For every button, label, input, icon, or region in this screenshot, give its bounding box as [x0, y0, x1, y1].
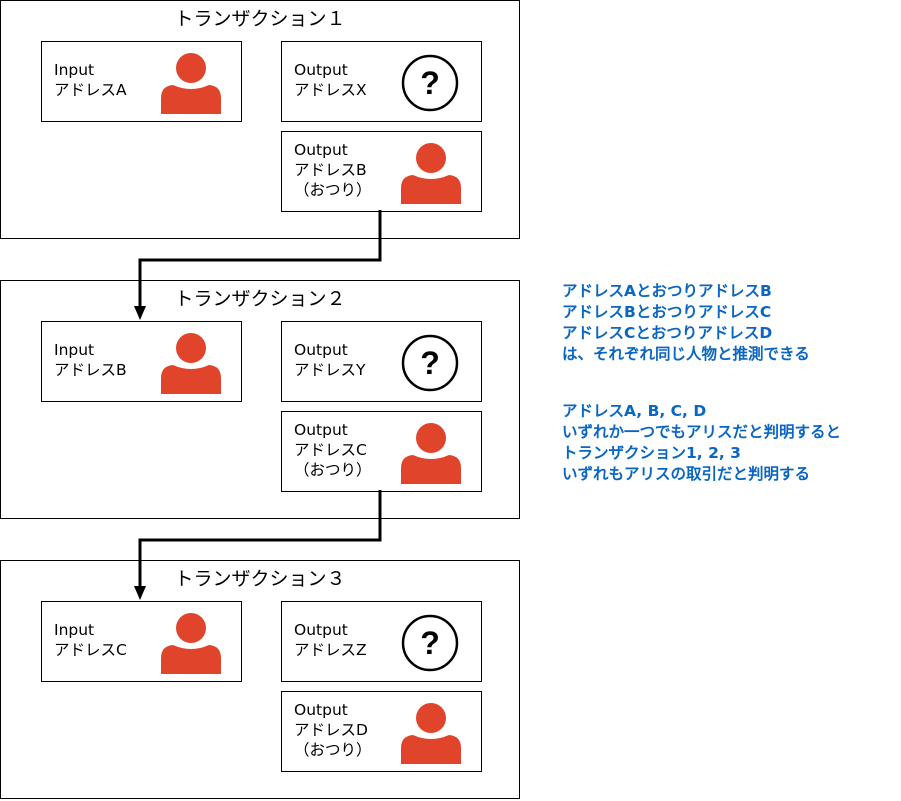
svg-text:?: ?	[420, 345, 440, 381]
note-line: トランザクション1, 2, 3	[562, 444, 741, 462]
person-icon	[161, 613, 221, 674]
note-line: アドレスBとおつりアドレスC	[562, 303, 772, 321]
transaction-title: トランザクション３	[174, 568, 346, 590]
note-block-1: アドレスAとおつりアドレスB アドレスBとおつりアドレスC アドレスCとおつりア…	[562, 281, 810, 365]
question-mark-icon: ?	[401, 334, 459, 392]
person-icon	[161, 333, 221, 394]
person-icon	[161, 53, 221, 114]
note-block-2: アドレスA, B, C, D いずれか一つでもアリスだと判明すると トランザクシ…	[562, 401, 841, 485]
svg-text:?: ?	[420, 65, 440, 101]
person-icon	[401, 143, 461, 204]
person-icon	[401, 423, 461, 484]
note-line: いずれか一つでもアリスだと判明すると	[562, 423, 842, 441]
question-mark-icon: ?	[401, 614, 459, 672]
note-line: いずれもアリスの取引だと判明する	[562, 465, 811, 483]
note-line: アドレスCとおつりアドレスD	[562, 324, 773, 342]
svg-text:?: ?	[420, 625, 440, 661]
question-mark-icon: ?	[401, 54, 459, 112]
note-line: は、それぞれ同じ人物と推測できる	[562, 345, 810, 363]
person-icon	[401, 703, 461, 764]
transaction-title: トランザクション２	[174, 288, 346, 310]
note-line: アドレスA, B, C, D	[562, 402, 707, 420]
note-line: アドレスAとおつりアドレスB	[562, 282, 772, 300]
transaction-title: トランザクション１	[174, 8, 346, 30]
